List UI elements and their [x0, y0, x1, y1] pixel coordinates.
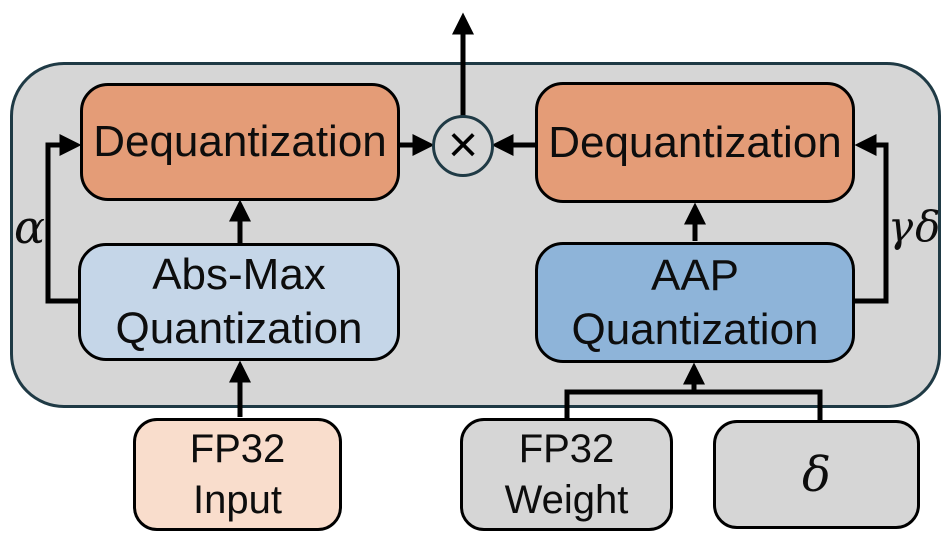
fp32-input-label-line2: Input [193, 477, 282, 522]
absmax-quantization-box: Abs-Max Quantization [78, 243, 400, 361]
fp32-weight-label-line2: Weight [504, 477, 629, 522]
delta-input-label: δ [802, 446, 831, 503]
fp32-weight-box: FP32 Weight [460, 418, 673, 531]
alpha-scale-label: α [14, 200, 46, 254]
fp32-weight-label-line1: FP32 [518, 426, 615, 471]
arrow-gamma-delta-aap-to-dequant-right [854, 133, 889, 304]
multiply-icon: × [447, 115, 479, 174]
dequantization-right-box: Dequantization [535, 82, 855, 203]
multiply-operator-circle: × [432, 115, 494, 177]
dequantization-left-label: Dequantization [93, 117, 387, 166]
gamma-delta-scale-label: γδ [888, 202, 943, 251]
dequantization-left-box: Dequantization [80, 83, 400, 201]
aap-label-line2: Quantization [571, 304, 819, 354]
aap-label-line1: AAP [650, 250, 740, 300]
dequantization-right-label: Dequantization [548, 117, 842, 167]
wire-weight-delta-merge [564, 389, 823, 420]
absmax-label-line2: Quantization [115, 304, 363, 353]
aap-quantization-box: AAP Quantization [535, 242, 855, 363]
absmax-label-line1: Abs-Max [152, 250, 326, 299]
arrow-alpha-absmax-to-dequant-left [45, 133, 82, 304]
fp32-input-box: FP32 Input [133, 418, 342, 531]
fp32-input-label-line1: FP32 [189, 426, 286, 471]
delta-input-box: δ [713, 420, 920, 529]
